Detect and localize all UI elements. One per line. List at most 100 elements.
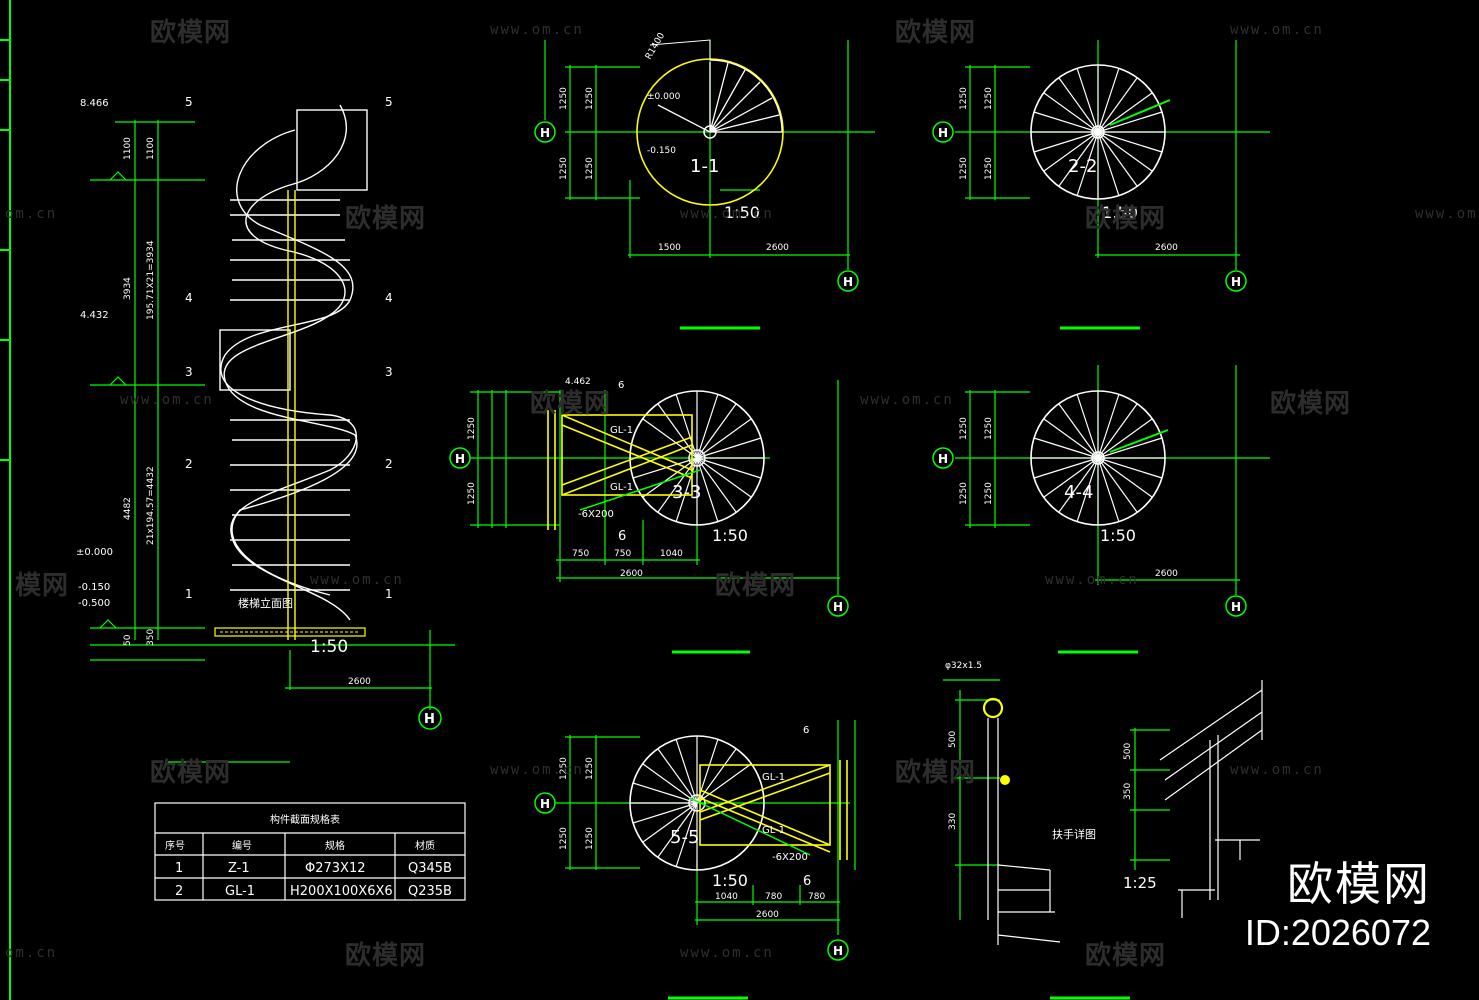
dimension-label: 1250 [585, 827, 595, 850]
section-marker: 1 [385, 587, 393, 601]
scale-label: 1:50 [724, 203, 760, 222]
plan-2-2: 2-2 1:50 1250 1250 1250 1250 2600 H H [932, 40, 1270, 330]
handrail-detail: φ32x1.5 扶手详图 1:25 500 330 500 350 [943, 661, 1263, 1000]
dimension-label: 1250 [959, 417, 969, 440]
note-label: -6X200 [772, 852, 808, 863]
watermark-logo: 欧模网 [1085, 941, 1167, 971]
scale-label: 1:25 [1123, 874, 1157, 892]
mark-label: 6 [803, 725, 809, 736]
dimension-label: 1250 [467, 482, 477, 505]
svg-text:H: H [833, 600, 843, 614]
spiral-stair-elevation [219, 104, 368, 621]
member-label: GL-1 [762, 772, 785, 783]
scale-label: 1:50 [1100, 526, 1136, 545]
spec-label: φ32x1.5 [945, 661, 982, 671]
table-header: 规格 [325, 839, 345, 852]
dimension-label: 50 [123, 634, 133, 646]
scale-label: 1:50 [310, 637, 348, 657]
plan-3-3: 4.462 GL-1 GL-1 -6X200 6 6 3-3 1:50 1250… [449, 377, 849, 654]
svg-text:H: H [938, 452, 948, 466]
mark-label: 6 [803, 874, 811, 889]
table-cell: 2 [175, 884, 183, 899]
watermark-url: www.om.cn [490, 22, 584, 38]
plan-5-5: GL-1 GL-1 -6X200 6 6 5-5 1:50 1250 1250 … [534, 720, 856, 1000]
section-marker: 2 [185, 457, 193, 471]
dimension-label: 2600 [1155, 569, 1178, 579]
section-label: 2-2 [1068, 156, 1097, 177]
section-marker: 3 [385, 365, 393, 379]
table-row: 2 GL-1 H200X100X6X6 Q235B [175, 884, 452, 899]
svg-text:H: H [455, 452, 465, 466]
axis-bubble: H H [534, 792, 849, 961]
member-label: GL-1 [762, 825, 785, 836]
watermark-url: om.cn [5, 945, 58, 961]
table-row: 1 Z-1 Φ273X12 Q345B [175, 861, 452, 876]
elevation-view: 8.466 4.432 ±0.000 -0.150 -0.500 5 5 4 4… [76, 95, 455, 763]
dimension-label: 780 [765, 892, 782, 902]
table-header: 序号 [165, 839, 185, 852]
brand-id: ID:2026072 [1244, 912, 1431, 953]
dimension-label: 1250 [559, 87, 569, 110]
level-label: -0.150 [647, 146, 676, 156]
dimension-label: 1250 [467, 417, 477, 440]
section-label: 4-4 [1064, 482, 1093, 503]
watermark-url: www.om.cn [1230, 762, 1324, 778]
stair-treads [1031, 65, 1165, 199]
dimension-label: 330 [948, 813, 958, 830]
svg-text:H: H [540, 126, 550, 140]
table-cell: Φ273X12 [305, 861, 366, 876]
dimension-label: 1250 [559, 757, 569, 780]
watermark-logo: 欧模网 [150, 18, 232, 48]
watermark-url: om.cn [5, 206, 58, 222]
svg-text:H: H [938, 126, 948, 140]
plan-1-1: R1400 ±0.000 -0.150 1-1 1:50 1250 1250 1… [534, 31, 875, 330]
view-title: 楼梯立面图 [238, 596, 293, 610]
table-cell: GL-1 [225, 884, 255, 899]
level-label: -0.500 [78, 598, 110, 609]
dimension-label: 350 [146, 629, 156, 646]
dimension-label: 1250 [559, 157, 569, 180]
dimension-label: 21x194.57=4432 [146, 466, 156, 545]
table-header: 材质 [415, 839, 435, 852]
stair-treads [1031, 391, 1165, 525]
watermark-url: www.om.cn [680, 945, 774, 961]
stair-treads [632, 391, 764, 525]
level-label: ±0.000 [647, 92, 681, 102]
watermark-url: www.om.cn [490, 762, 584, 778]
detail-title: 扶手详图 [1052, 827, 1096, 841]
section-marker: 5 [385, 95, 393, 109]
table-cell: Q345B [408, 861, 452, 876]
dimension-label: 1250 [984, 157, 994, 180]
axis-bubble: H H [449, 447, 849, 617]
dimension-label: 500 [948, 731, 958, 748]
section-label: 5-5 [670, 827, 699, 848]
dimension-label: 1100 [146, 137, 156, 160]
dimension-label: 2600 [348, 677, 371, 687]
watermark-logo: 欧模网 [345, 941, 427, 971]
level-label: -0.150 [78, 582, 110, 593]
dimension-label: 2600 [766, 243, 789, 253]
svg-text:H: H [1231, 275, 1241, 289]
axis-bubble: H H [534, 121, 859, 292]
dimension-label: 1250 [984, 482, 994, 505]
level-label: 4.462 [565, 377, 591, 387]
section-marker: 1 [185, 587, 193, 601]
table-cell: 1 [175, 861, 183, 876]
watermark-url: www.om.cn [1045, 572, 1139, 588]
plan-4-4: 4-4 1:50 1250 1250 1250 1250 2600 H H [932, 365, 1270, 654]
watermark-logo: 欧模网 [530, 389, 612, 419]
table-title: 构件截面规格表 [270, 813, 340, 826]
scale-label: 1:50 [712, 526, 748, 545]
watermark-logo: 欧模网 [1085, 204, 1167, 234]
table-cell: Q235B [408, 884, 452, 899]
dimension-label: 780 [808, 892, 825, 902]
table-cell: Z-1 [228, 861, 250, 876]
component-spec-table: 构件截面规格表 序号 编号 规格 材质 1 Z-1 Φ273X12 Q345B … [154, 802, 466, 901]
level-label: 4.432 [80, 310, 109, 321]
svg-text:H: H [1231, 600, 1241, 614]
watermark-url: www.om.cn [310, 572, 404, 588]
axis-bubble: H [418, 706, 442, 730]
watermark-url: www.om.cn [1230, 22, 1324, 38]
svg-text:H: H [843, 275, 853, 289]
watermark-url: www.om.cn [680, 206, 774, 222]
